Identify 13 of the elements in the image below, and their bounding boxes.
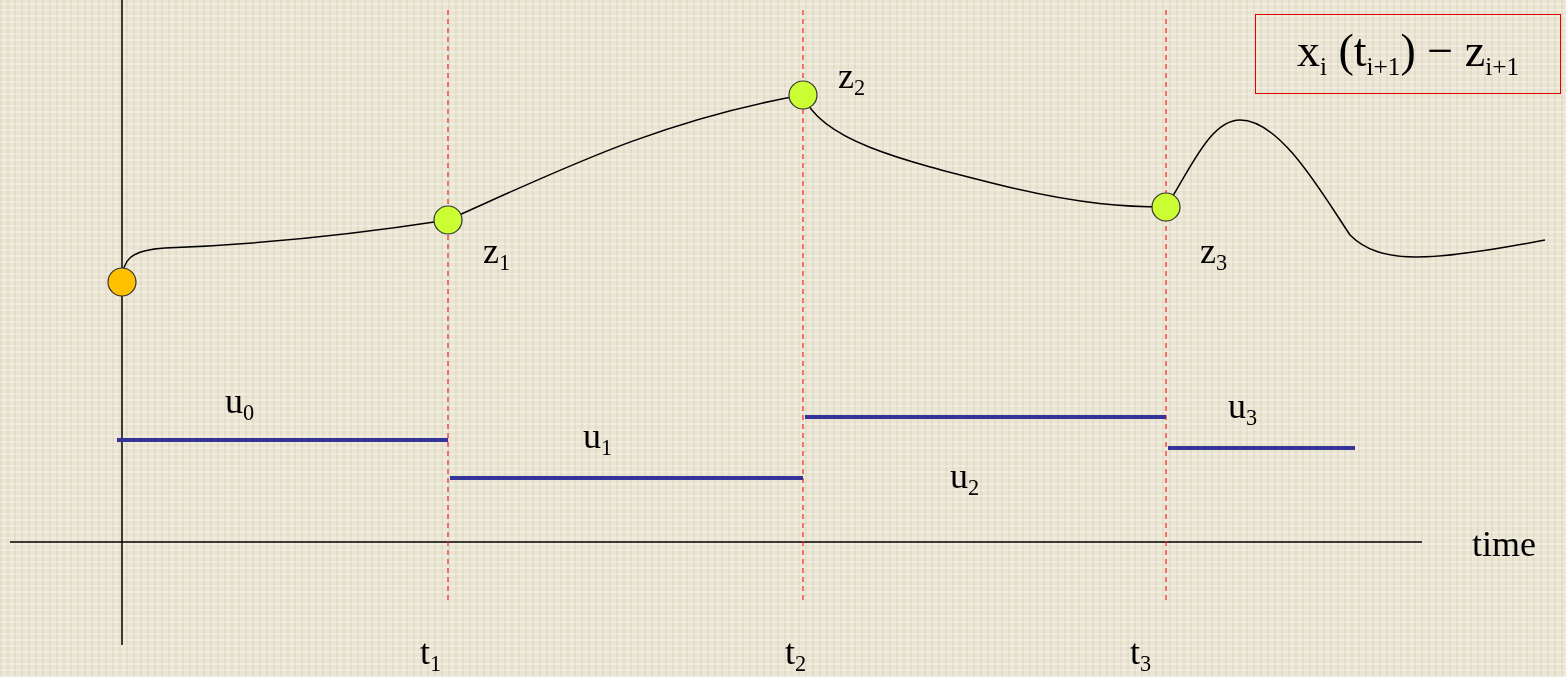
control-label: u$_{1}$ bbox=[583, 418, 613, 459]
formula-text: x$_{i}$ (t$_{i+1}$) − z$_{i+1}$ bbox=[1296, 28, 1520, 80]
time-label: t$_{3}$ bbox=[1130, 634, 1152, 675]
point-label: z$_{2}$ bbox=[838, 58, 866, 99]
axis-label: time bbox=[1472, 526, 1536, 562]
time-label: t$_{2}$ bbox=[785, 634, 807, 675]
formula-box bbox=[1255, 14, 1561, 94]
point-label: z$_{1}$ bbox=[483, 233, 511, 274]
time-label: t$_{1}$ bbox=[420, 634, 442, 675]
control-label: u$_{0}$ bbox=[225, 383, 255, 424]
control-label: u$_{3}$ bbox=[1228, 388, 1258, 429]
control-label: u$_{2}$ bbox=[950, 458, 980, 499]
point-label: z$_{3}$ bbox=[1200, 233, 1228, 274]
